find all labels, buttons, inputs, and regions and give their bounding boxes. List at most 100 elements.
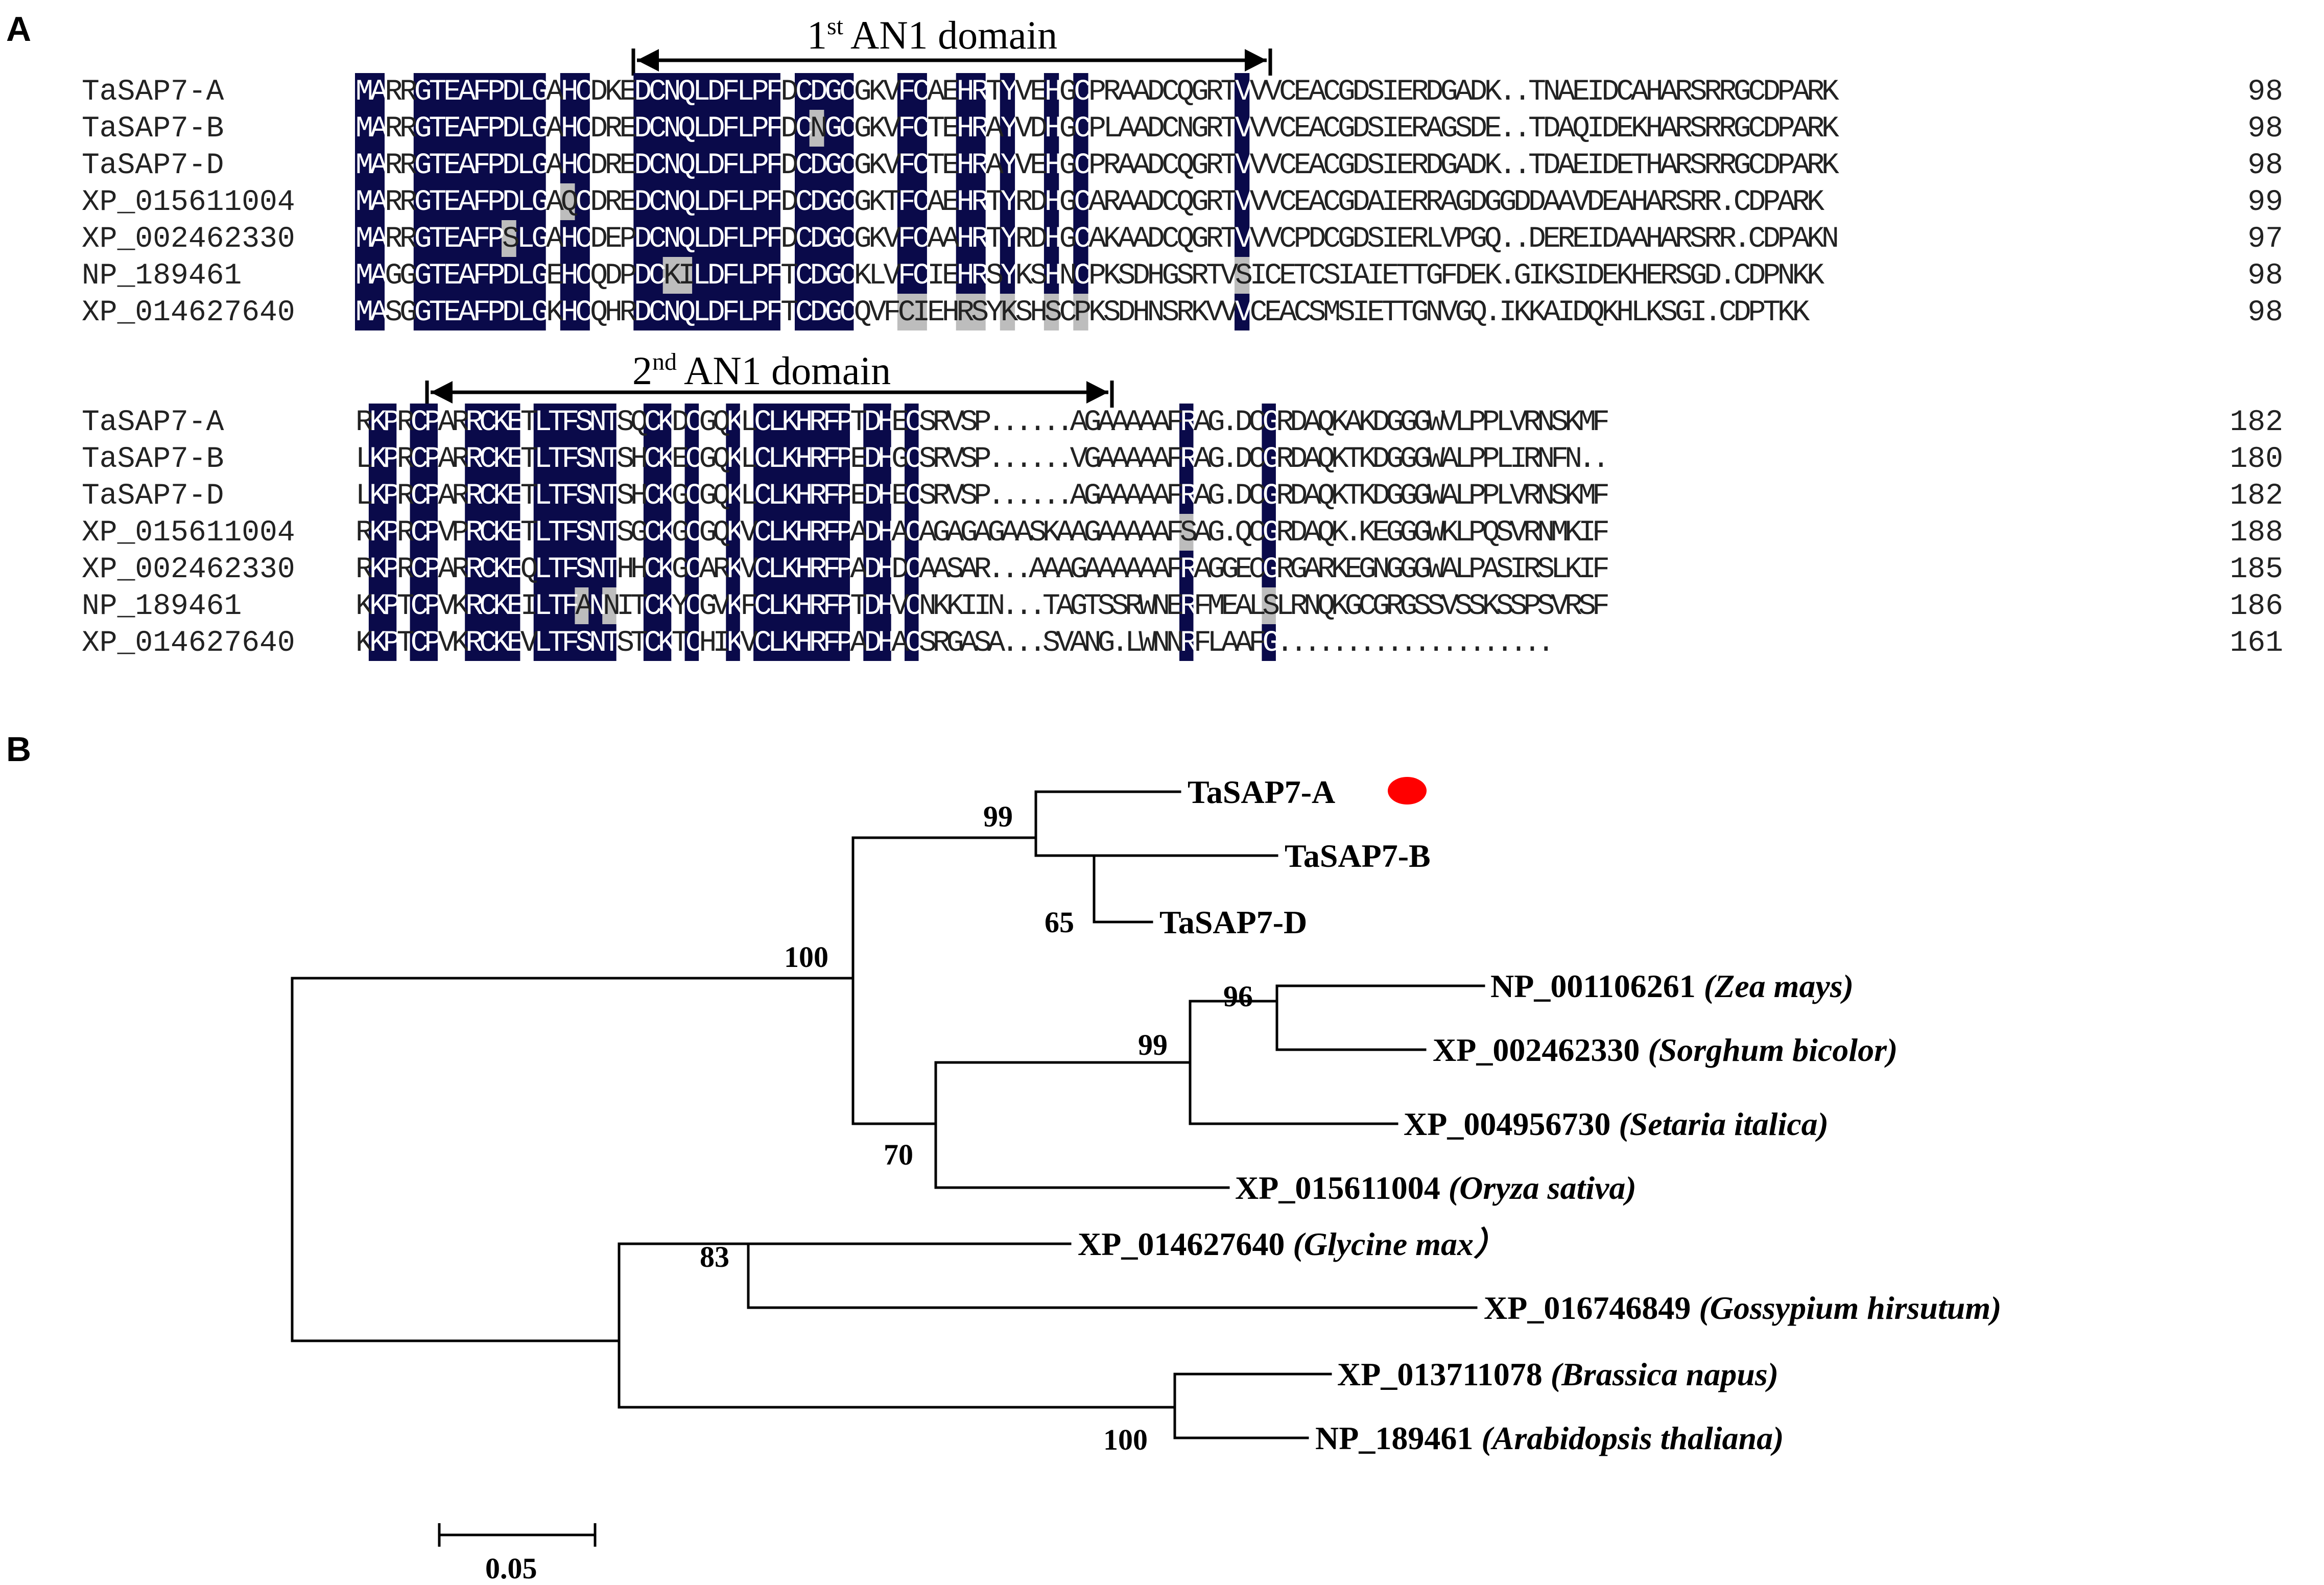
shading-cell	[684, 624, 699, 661]
shading-cell	[750, 294, 766, 330]
shading-cell	[808, 624, 823, 661]
shading-cell	[677, 110, 693, 147]
shading-cell	[602, 587, 616, 624]
shading-cell	[897, 294, 913, 330]
shading-cell	[767, 440, 781, 477]
shading-cell	[905, 440, 919, 477]
shading-cell	[657, 624, 672, 661]
sequence-end-position: 98	[2247, 296, 2283, 329]
shading-cell	[588, 624, 603, 661]
shading-cell	[355, 73, 370, 110]
sequence-name: TaSAP7-A	[82, 76, 224, 109]
sequence-residues: MAGGGTEAFPDLGEHCQDPDCKILDFLPFTCDGCKLVFCI…	[355, 259, 1824, 293]
shading-cell	[531, 294, 546, 330]
shading-cell	[355, 257, 370, 294]
shading-cell	[492, 624, 507, 661]
leaf-label-glycine: XP_014627640 (Glycine max）	[1078, 1226, 1506, 1262]
shading-cell	[561, 624, 575, 661]
shading-cell	[657, 587, 672, 624]
bootstrap-glycine-gossypium: 83	[700, 1240, 729, 1273]
shading-cell	[692, 110, 707, 147]
shading-cell	[692, 73, 707, 110]
shading-cell	[767, 551, 781, 587]
shading-cell	[643, 587, 658, 624]
shading-cell	[633, 147, 649, 183]
shading-cell	[794, 514, 809, 551]
shading-cell	[479, 440, 493, 477]
shading-cell	[1179, 477, 1194, 514]
shading-cell	[472, 220, 487, 257]
shading-cell	[839, 110, 854, 147]
shading-cell	[382, 440, 397, 477]
shading-cell	[956, 294, 971, 330]
shading-cell	[836, 624, 850, 661]
shading-cell	[736, 257, 751, 294]
shading-cell	[1262, 477, 1276, 514]
shading-cell	[602, 477, 616, 514]
shading-cell	[588, 477, 603, 514]
shading-cell	[382, 624, 397, 661]
shading-cell	[643, 514, 658, 551]
shading-cell	[1073, 110, 1088, 147]
shading-cell	[533, 440, 548, 477]
shading-cell	[765, 294, 780, 330]
shading-cell	[575, 183, 590, 220]
shading-cell	[765, 147, 780, 183]
sequence-residues: RKPRCPARRCKETLTFSNTSQCKDCGQKLCLKHRFPTDHE…	[355, 406, 1608, 439]
shading-cell	[561, 477, 575, 514]
shading-cell	[836, 440, 850, 477]
sequence-end-position: 161	[2230, 627, 2283, 660]
shading-cell	[1000, 257, 1015, 294]
shading-cell	[1044, 257, 1059, 294]
shading-cell	[863, 440, 878, 477]
leaf-label-oryza: XP_015611004 (Oryza sativa)	[1235, 1170, 1637, 1206]
shading-cell	[706, 257, 722, 294]
shading-cell	[839, 257, 854, 294]
shading-cell	[780, 514, 795, 551]
bootstrap-brassicaceae: 100	[1103, 1423, 1148, 1456]
shading-cell	[753, 514, 768, 551]
shading-cell	[465, 587, 479, 624]
shading-cell	[1262, 404, 1276, 440]
shading-cell	[443, 183, 458, 220]
shading-cell	[547, 404, 562, 440]
shading-cell	[633, 257, 649, 294]
shading-cell	[648, 183, 663, 220]
shading-cell	[472, 147, 487, 183]
shading-cell	[465, 404, 479, 440]
shading-cell	[506, 514, 520, 551]
shading-cell	[736, 183, 751, 220]
sequence-residues: MARRGTEAFPDLGAHCDREDCNQLDFLPFDCDGCGKVFCT…	[355, 149, 1839, 182]
leaf-label-zea: NP_001106261 (Zea mays)	[1490, 968, 1854, 1004]
sequence-residues: RKPRCPARRCKEQLTFSNTHHCKGCARKVCLKHRFPADHD…	[355, 553, 1608, 586]
shading-cell	[457, 110, 473, 147]
shading-cell	[677, 73, 693, 110]
shading-cell	[465, 551, 479, 587]
shading-cell	[956, 147, 971, 183]
shading-cell	[561, 514, 575, 551]
shading-cell	[836, 514, 850, 551]
shading-cell	[905, 477, 919, 514]
shading-cell	[970, 73, 986, 110]
shading-cell	[413, 73, 429, 110]
shading-cell	[970, 147, 986, 183]
shading-cell	[443, 220, 458, 257]
sequence-end-position: 182	[2230, 406, 2283, 439]
shading-cell	[502, 110, 517, 147]
shading-cell	[355, 110, 370, 147]
shading-cell	[472, 183, 487, 220]
shading-cell	[487, 183, 502, 220]
shading-cell	[692, 294, 707, 330]
domain-arrow-2	[425, 381, 1114, 408]
shading-cell	[531, 73, 546, 110]
shading-cell	[382, 514, 397, 551]
shading-cell	[428, 220, 443, 257]
shading-cell	[368, 624, 383, 661]
sequence-name: TaSAP7-A	[82, 406, 224, 439]
sequence-residues: MASGGTEAFPDLGKHCQHRDCNQLDFLPFTCDGCQVFCIE…	[355, 296, 1810, 329]
shading-cell	[677, 294, 693, 330]
shading-cell	[822, 440, 837, 477]
shading-cell	[677, 147, 693, 183]
shading-cell	[726, 514, 740, 551]
shading-cell	[369, 220, 385, 257]
